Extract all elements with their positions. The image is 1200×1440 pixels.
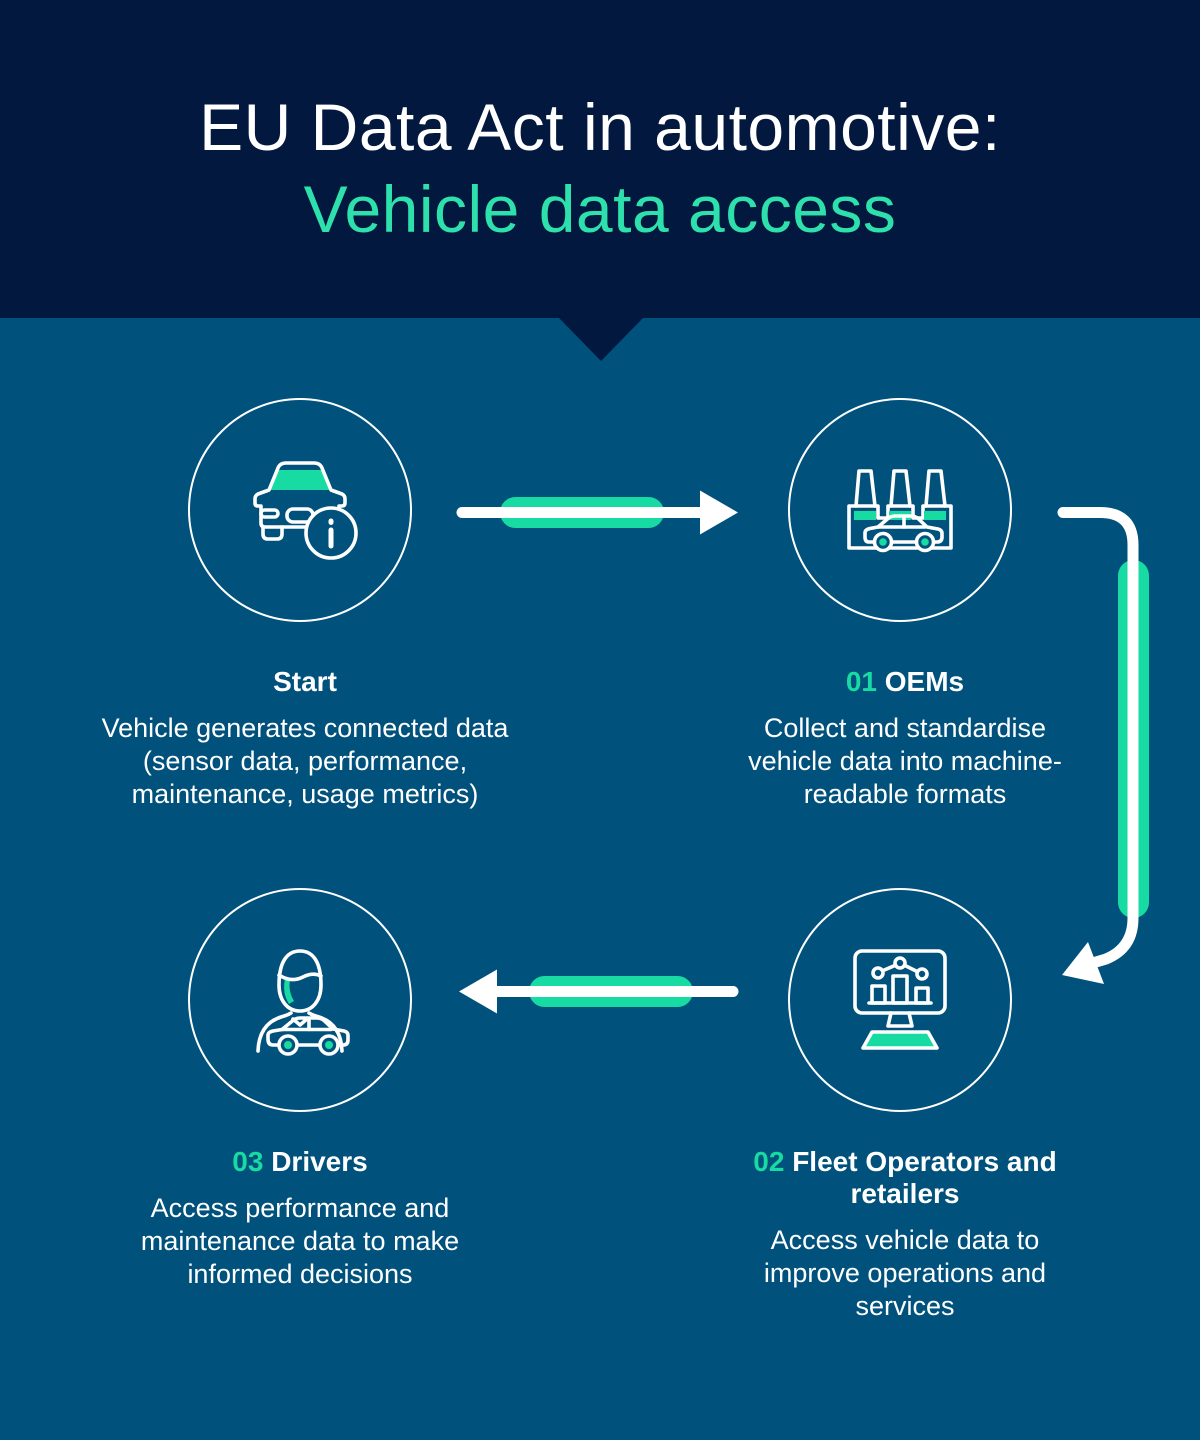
driver-car-icon [256,949,350,1056]
step-fleet-description: Access vehicle data to improve operation… [763,1225,1047,1321]
factory-car [863,514,944,544]
step-drivers-number: 03 [232,1146,264,1177]
chart-dots [871,956,929,981]
page-title-line2: Vehicle data access [303,172,897,246]
arrow-fleet-to-drivers [459,969,739,1014]
step-start-description: Vehicle generates connected data (sensor… [101,713,509,809]
factory-window-green [854,511,876,520]
step-start-title: Start [273,666,337,697]
step-fleet-number: 02 [753,1146,785,1177]
step-drivers-heading: 03 Drivers [85,1146,515,1178]
step-drivers-text: 03 Drivers Access performance and mainte… [85,1146,515,1291]
step-fleet-text: 02 Fleet Operators and retailers Access … [695,1146,1115,1323]
step-fleet-heading: 02 Fleet Operators and retailers [695,1146,1115,1210]
page-title: EU Data Act in automotive: Vehicle data … [0,86,1200,250]
node-oems-circle [788,398,1012,622]
step-fleet-title: Fleet Operators and retailers [792,1146,1057,1209]
car-windshield [269,470,331,490]
arrow-start-to-oems [456,490,738,535]
node-fleet-circle [788,888,1012,1112]
step-start-heading: Start [55,666,555,698]
step-oems-number: 01 [845,666,877,697]
page-title-line1: EU Data Act in automotive: [199,90,1001,164]
arrow-oems-to-fleet [1057,507,1139,984]
step-drivers-description: Access performance and maintenance data … [140,1193,460,1289]
driver-car-wheels [277,1034,340,1056]
helmet-visor-green [284,979,294,1004]
monitor-chart-icon [853,949,947,1050]
car-info-icon [253,461,358,560]
step-drivers-title: Drivers [271,1146,368,1177]
driver-car [266,1016,350,1047]
header-band [0,0,1200,318]
factory-window-green [924,511,946,520]
factory-car-wheels [872,531,936,553]
node-drivers-circle [188,888,412,1112]
step-start-text: Start Vehicle generates connected data (… [55,666,555,811]
step-oems-heading: 01 OEMs [705,666,1105,698]
node-start-circle [188,398,412,622]
step-oems-text: 01 OEMs Collect and standardise vehicle … [705,666,1105,811]
step-oems-title: OEMs [884,666,965,697]
step-oems-description: Collect and standardise vehicle data int… [748,713,1062,809]
factory-car-icon [847,469,953,553]
info-badge-icon [304,506,358,560]
keyboard-base-green [861,1030,939,1050]
header-notch-triangle [559,318,643,361]
